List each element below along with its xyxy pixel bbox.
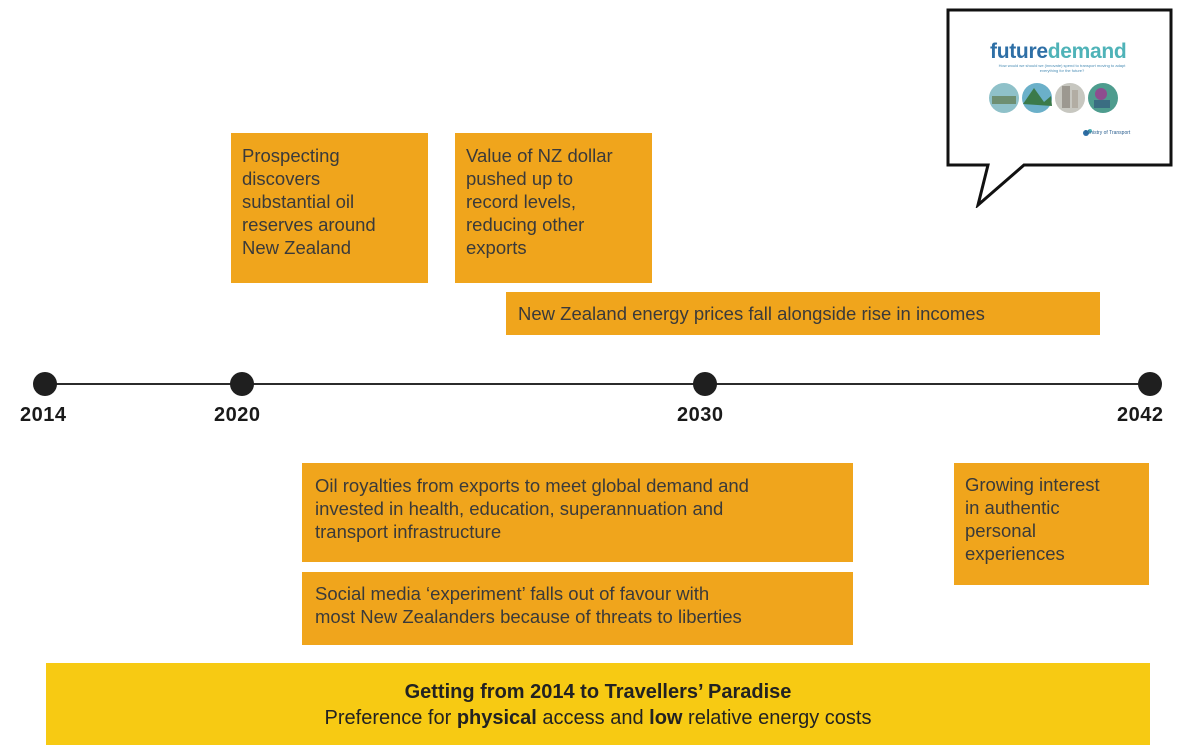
scenario-subtitle: Preference for physical access and low r…	[46, 705, 1150, 731]
timeline-line	[45, 383, 1151, 385]
thumbnail-footer: Ministry of Transport	[1085, 130, 1131, 136]
scenario-subtitle-suffix: relative energy costs	[682, 707, 872, 729]
event-oil-discovery-text: Prospecting discovers substantial oil re…	[242, 145, 376, 258]
thumbnail-subtitle: How would we should we (innovate) spend …	[998, 63, 1126, 73]
year-label-2030: 2030	[677, 404, 724, 426]
timeline-dot-2014	[33, 372, 57, 396]
scenario-banner: Getting from 2014 to Travellers’ Paradis…	[46, 663, 1150, 745]
callout-bubble	[946, 8, 1173, 208]
thumbnail-images	[989, 83, 1118, 113]
event-nz-dollar-text: Value of NZ dollar pushed up to record l…	[466, 145, 613, 258]
event-social-media-text: Social media ‘experiment’ falls out of f…	[315, 583, 742, 627]
timeline-dot-2042	[1138, 372, 1162, 396]
year-label-2042: 2042	[1117, 404, 1164, 426]
event-oil-royalties: Oil royalties from exports to meet globa…	[302, 463, 853, 562]
year-label-2020: 2020	[214, 404, 261, 426]
thumbnail-title-demand: demand	[1047, 40, 1127, 63]
event-energy-prices: New Zealand energy prices fall alongside…	[506, 292, 1100, 335]
event-nz-dollar: Value of NZ dollar pushed up to record l…	[455, 133, 652, 283]
scenario-subtitle-physical: physical	[456, 707, 537, 729]
thumbnail-title-future: future	[990, 40, 1048, 63]
event-social-media: Social media ‘experiment’ falls out of f…	[302, 572, 853, 645]
timeline-dot-2020	[230, 372, 254, 396]
scenario-subtitle-prefix: Preference for	[324, 707, 457, 729]
scenario-subtitle-middle: access and	[536, 707, 650, 729]
event-energy-prices-text: New Zealand energy prices fall alongside…	[518, 303, 985, 324]
thumbnail-title: futuredemand	[990, 40, 1127, 64]
scenario-subtitle-low: low	[649, 707, 683, 729]
scenario-title: Getting from 2014 to Travellers’ Paradis…	[404, 681, 792, 703]
timeline-dot-2030	[693, 372, 717, 396]
event-oil-royalties-text: Oil royalties from exports to meet globa…	[315, 475, 749, 542]
ministry-logo-icon	[1083, 129, 1092, 136]
event-authentic-experiences: Growing interest in authentic personal e…	[954, 463, 1149, 585]
event-oil-discovery: Prospecting discovers substantial oil re…	[231, 133, 428, 283]
event-authentic-experiences-text: Growing interest in authentic personal e…	[965, 474, 1100, 564]
year-label-2014: 2014	[20, 404, 67, 426]
